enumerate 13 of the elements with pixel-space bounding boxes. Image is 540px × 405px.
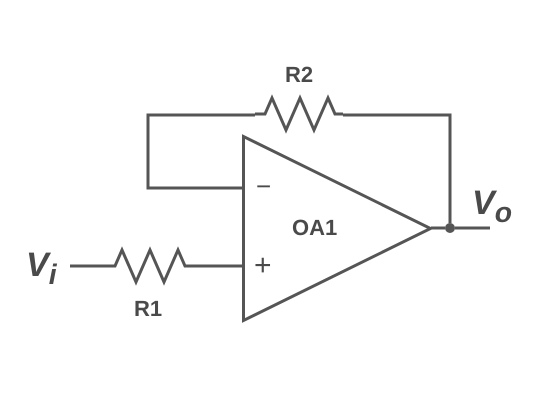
non-inverting-input-sign: + <box>254 251 272 281</box>
component-label: R2 <box>285 64 314 86</box>
terminal-label: V$_{o}$ <box>472 186 518 226</box>
component-label: OA1 <box>292 217 338 239</box>
wire <box>343 114 452 223</box>
wire <box>431 226 445 230</box>
inverting-input-sign: − <box>256 173 272 199</box>
wire <box>70 264 105 268</box>
wire <box>455 226 490 230</box>
wire <box>146 114 255 190</box>
wire <box>191 264 242 268</box>
terminal-label: V$_{i}$ <box>26 248 70 286</box>
component-label: R1 <box>134 298 162 320</box>
